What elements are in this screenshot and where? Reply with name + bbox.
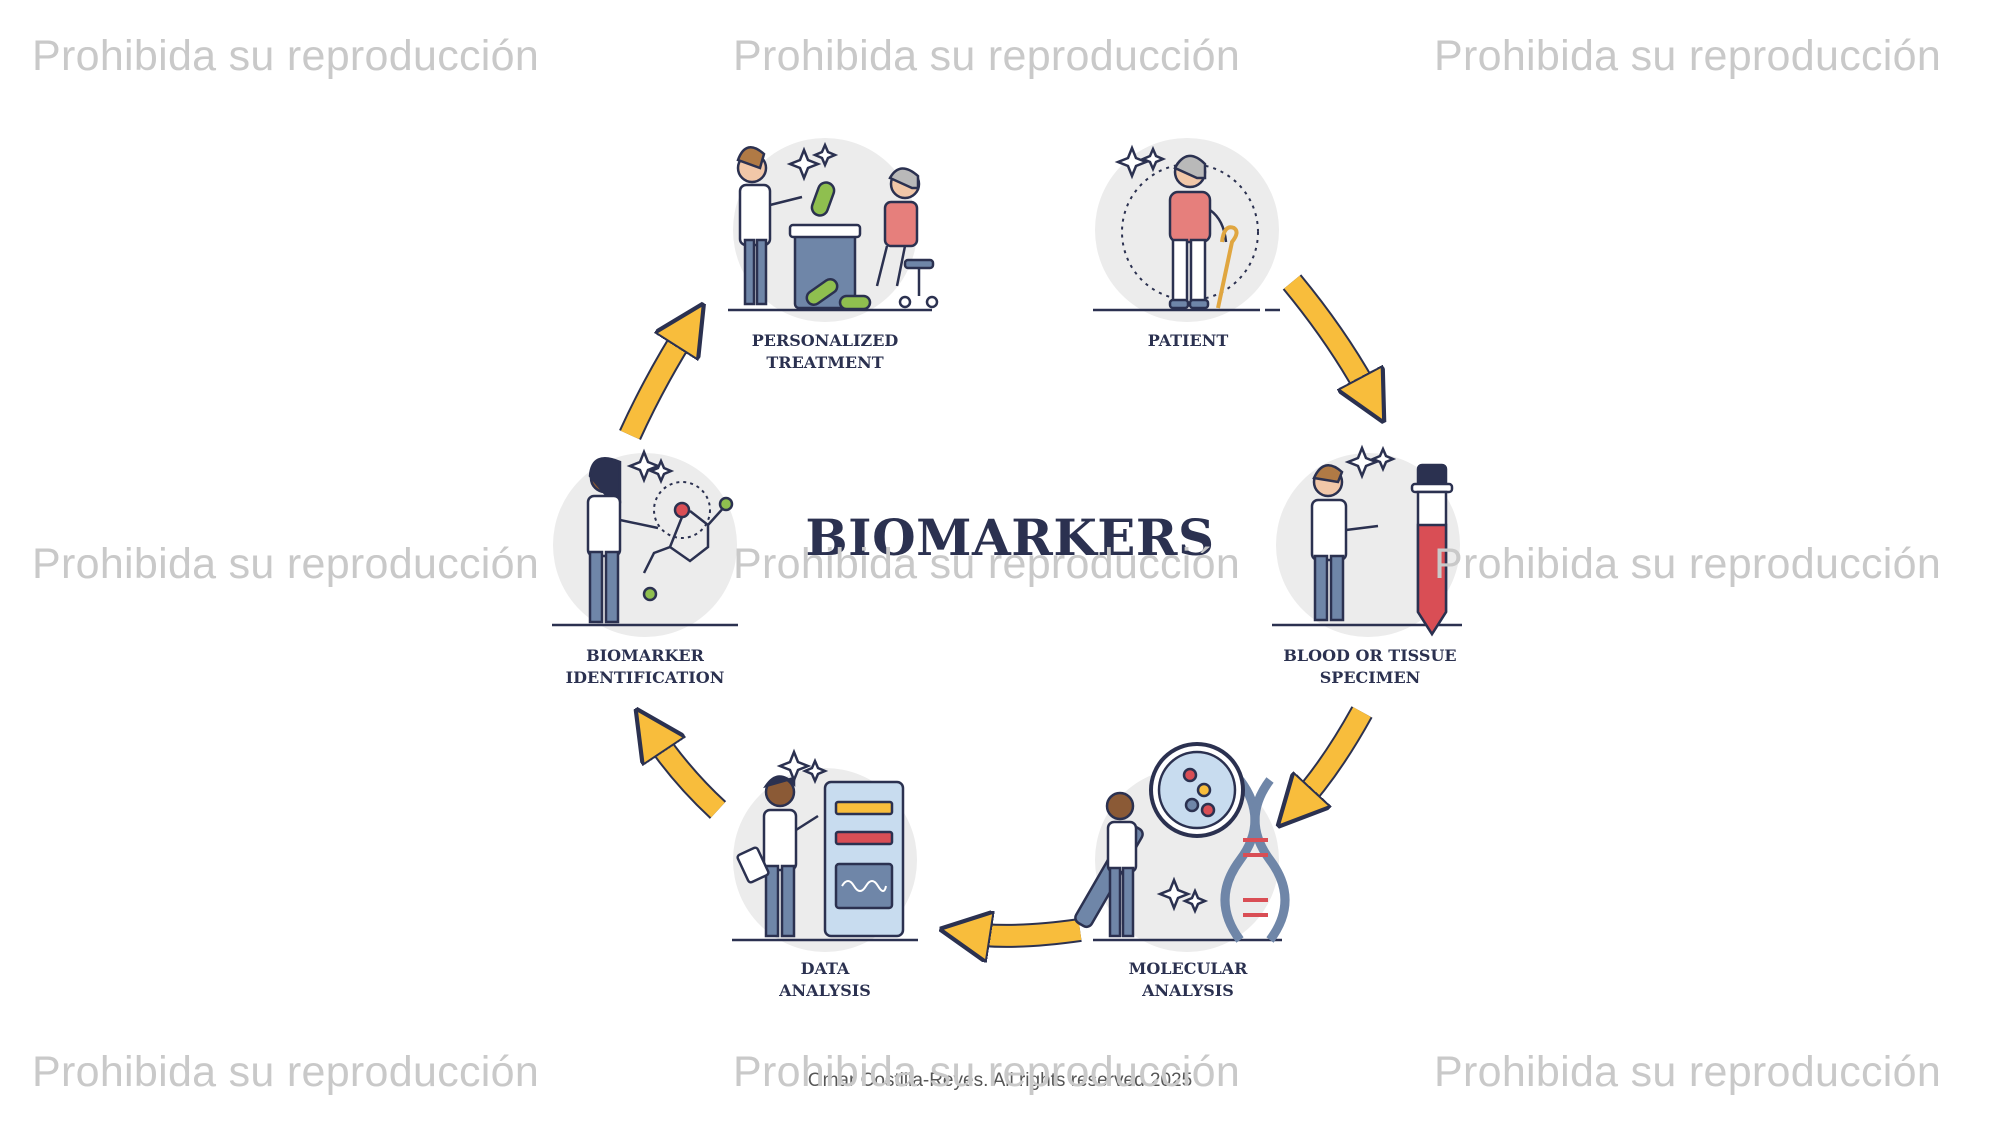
stage-label-biomarker-identification: BIOMARKER IDENTIFICATION bbox=[515, 645, 775, 689]
stage-label-line: ANALYSIS bbox=[779, 981, 871, 1000]
stage-label-line: DATA bbox=[800, 959, 850, 978]
watermark: Prohibida su reproducción bbox=[733, 1048, 1241, 1096]
stage-label-data-analysis: DATA ANALYSIS bbox=[695, 958, 955, 1002]
stage-label-line: BLOOD OR TISSUE bbox=[1283, 646, 1457, 665]
watermark: Prohibida su reproducción bbox=[32, 32, 540, 80]
watermark: Prohibida su reproducción bbox=[733, 32, 1241, 80]
watermark: Prohibida su reproducción bbox=[1434, 32, 1942, 80]
stage-label-line: SPECIMEN bbox=[1319, 668, 1421, 687]
stage-label-line: TREATMENT bbox=[766, 353, 884, 372]
stage-label-line: ANALYSIS bbox=[1142, 981, 1234, 1000]
data-server-icon bbox=[732, 748, 918, 952]
diagram-title: BIOMARKERS bbox=[805, 508, 1215, 567]
stage-label-specimen: BLOOD OR TISSUE SPECIMEN bbox=[1240, 645, 1500, 689]
stage-label-patient: PATIENT bbox=[1058, 330, 1318, 352]
watermark: Prohibida su reproducción bbox=[1434, 1048, 1942, 1096]
stage-label-line: BIOMARKER bbox=[586, 646, 704, 665]
personalized-treatment-icon bbox=[728, 138, 939, 322]
copyright-credit: Omar Costilla-Reyes. All rights reserved… bbox=[807, 1070, 1193, 1091]
stage-label-line: PATIENT bbox=[1147, 331, 1229, 350]
specimen-tube-icon bbox=[1272, 444, 1462, 637]
magnifier-dna-icon bbox=[1074, 742, 1290, 952]
watermark: Prohibida su reproducción bbox=[32, 540, 540, 588]
stage-label-personalized-treatment: PERSONALIZED TREATMENT bbox=[695, 330, 955, 374]
molecule-icon bbox=[552, 448, 738, 637]
stage-label-line: PERSONALIZED bbox=[751, 331, 899, 350]
watermark: Prohibida su reproducción bbox=[32, 1048, 540, 1096]
patient-icon bbox=[1093, 138, 1280, 322]
watermark: Prohibida su reproducción bbox=[733, 540, 1241, 588]
cycle-arrows bbox=[619, 274, 1372, 936]
stage-label-line: MOLECULAR bbox=[1128, 959, 1248, 978]
stage-label-molecular-analysis: MOLECULAR ANALYSIS bbox=[1058, 958, 1318, 1002]
stage-label-line: IDENTIFICATION bbox=[565, 668, 725, 687]
watermark: Prohibida su reproducción bbox=[1434, 540, 1942, 588]
